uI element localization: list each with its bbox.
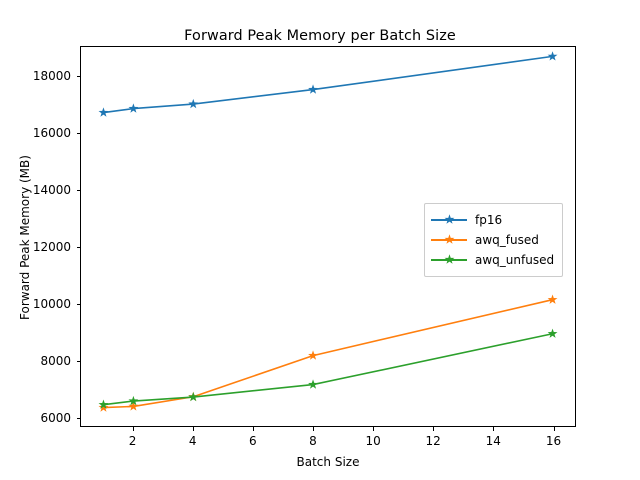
series-line: [102, 55, 554, 114]
data-point-marker: [128, 395, 139, 406]
data-point-marker: [308, 350, 318, 360]
legend-swatch: [431, 233, 467, 247]
x-tick-label: 16: [545, 434, 562, 448]
y-tick-label: 14000: [32, 183, 71, 198]
x-tick-mark: [493, 427, 495, 431]
legend-label: fp16: [475, 213, 503, 227]
series-fp16: [98, 51, 558, 117]
x-tick-mark: [373, 427, 375, 431]
x-axis-label: Batch Size: [296, 455, 360, 469]
data-point-marker: [98, 402, 109, 412]
y-tick-mark: [76, 418, 80, 420]
x-tick-mark: [553, 427, 555, 431]
data-point-marker: [188, 391, 199, 402]
legend-label: awq_fused: [475, 233, 539, 247]
x-tick-label: 12: [425, 434, 441, 448]
legend-entry-awq_unfused[interactable]: awq_unfused: [431, 250, 554, 270]
data-point-marker: [128, 401, 139, 411]
data-point-marker: [547, 294, 558, 304]
y-tick-mark: [76, 133, 80, 134]
data-point-marker: [98, 107, 109, 117]
data-point-marker: [128, 103, 139, 113]
y-tick-mark: [76, 304, 80, 306]
plot-svg: [98, 51, 558, 412]
star-icon: [444, 234, 455, 244]
x-tick-label: 14: [485, 434, 501, 448]
data-point-marker: [188, 98, 199, 109]
y-tick-label: 10000: [32, 297, 71, 312]
y-tick-label: 16000: [32, 126, 71, 140]
y-tick-label: 12000: [32, 240, 71, 255]
x-tick-mark: [252, 427, 254, 431]
legend-entry-awq_fused[interactable]: awq_fused: [431, 230, 554, 250]
series-awq_unfused: [98, 328, 558, 409]
series-line: [102, 332, 554, 406]
y-tick-label: 18000: [32, 69, 71, 83]
data-point-marker: [98, 399, 109, 409]
y-tick-mark: [76, 190, 80, 192]
legend-label: awq_unfused: [475, 253, 555, 267]
x-tick-label: 6: [248, 434, 257, 448]
y-tick-label: 6000: [40, 411, 71, 426]
x-tick-label: 4: [188, 434, 197, 448]
x-tick-mark: [313, 427, 314, 431]
series-line: [102, 298, 554, 409]
star-icon: [444, 214, 455, 224]
x-tick-mark: [192, 427, 194, 431]
data-point-marker: [547, 328, 558, 338]
legend-swatch: [431, 253, 467, 267]
legend: fp16 awq_fused awq_unfused: [424, 203, 564, 277]
data-point-marker: [547, 51, 558, 61]
y-tick-mark: [76, 76, 80, 77]
page-title: Forward Peak Memory per Batch Size: [184, 28, 456, 44]
series-awq_fused: [98, 294, 558, 412]
x-tick-mark: [433, 427, 435, 431]
y-tick-label: 8000: [40, 354, 71, 369]
legend-swatch: [431, 213, 467, 227]
y-axis-label: Forward Peak Memory (MB): [18, 155, 32, 320]
y-tick-mark: [76, 361, 80, 363]
x-tick-mark: [132, 427, 134, 431]
data-point-marker: [308, 84, 318, 94]
star-icon: [444, 254, 455, 264]
data-point-marker: [308, 379, 318, 389]
y-tick-mark: [76, 247, 80, 249]
x-tick-label: 10: [365, 434, 381, 448]
x-tick-label: 2: [128, 434, 137, 448]
x-tick-label: 8: [309, 434, 317, 448]
legend-entry-fp16[interactable]: fp16: [431, 210, 554, 230]
